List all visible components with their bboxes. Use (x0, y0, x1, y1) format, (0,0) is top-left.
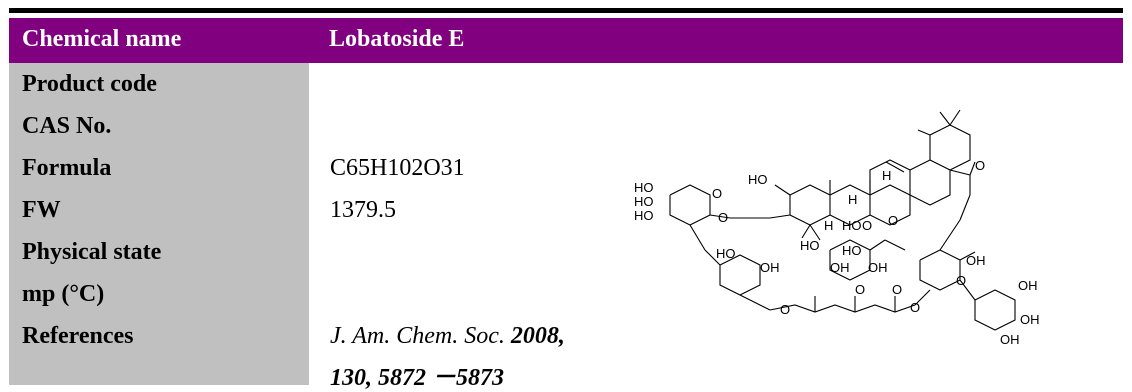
atom-label: O (780, 302, 790, 317)
top-rule (9, 8, 1123, 13)
structure-atom-labels: HO HO HO O O HO H H HO H HO O HO O O OH … (634, 158, 1040, 347)
chemical-name-value: Lobatoside E (329, 26, 465, 52)
reference-line-1: J. Am. Chem. Soc. 2008, (330, 323, 565, 350)
references-label: References (22, 323, 134, 349)
label-column: Product code CAS No. Formula FW Physical… (9, 63, 309, 385)
atom-label: OH (830, 260, 850, 275)
product-code-label: Product code (22, 71, 157, 97)
atom-label: O (888, 213, 898, 228)
atom-label: O (712, 186, 722, 201)
atom-label: O (862, 218, 872, 233)
atom-label: HO (634, 180, 654, 195)
atom-label: O (892, 282, 902, 297)
reference-pages: 130, 5872 －5873 (330, 365, 504, 391)
atom-label: OH (1000, 332, 1020, 347)
header-bar: Chemical name Lobatoside E (9, 18, 1123, 63)
atom-label: HO (800, 238, 820, 253)
formula-value: C65H102O31 (330, 155, 465, 181)
atom-label: O (910, 300, 920, 315)
atom-label: OH (966, 253, 986, 268)
atom-label: HO (716, 246, 736, 261)
cas-no-label: CAS No. (22, 113, 112, 139)
formula-label: Formula (22, 155, 112, 181)
atom-label: O (855, 282, 865, 297)
atom-label: HO (748, 172, 768, 187)
physical-state-label: Physical state (22, 239, 162, 265)
mp-label: mp (°C) (22, 281, 105, 307)
atom-label: HO (842, 218, 862, 233)
atom-label: HO (634, 208, 654, 223)
chemical-structure-image: HO HO HO O O HO H H HO H HO O HO O O OH … (634, 109, 1040, 347)
atom-label: O (718, 210, 728, 225)
reference-journal: J. Am. Chem. Soc. (330, 323, 505, 349)
fw-label: FW (22, 197, 61, 223)
atom-label: OH (868, 260, 888, 275)
atom-label: OH (760, 260, 780, 275)
atom-label: HO (634, 194, 654, 209)
reference-year: 2008, (510, 323, 565, 349)
atom-label: O (975, 158, 985, 173)
atom-label: H (882, 168, 891, 183)
atom-label: OH (1018, 278, 1038, 293)
atom-label: H (824, 218, 833, 233)
atom-label: O (956, 273, 966, 288)
atom-label: OH (1020, 312, 1040, 327)
chemical-name-label: Chemical name (22, 26, 182, 52)
atom-label: HO (842, 243, 862, 258)
atom-label: H (848, 192, 857, 207)
fw-value: 1379.5 (330, 197, 396, 223)
structure-bonds (669, 109, 1016, 331)
